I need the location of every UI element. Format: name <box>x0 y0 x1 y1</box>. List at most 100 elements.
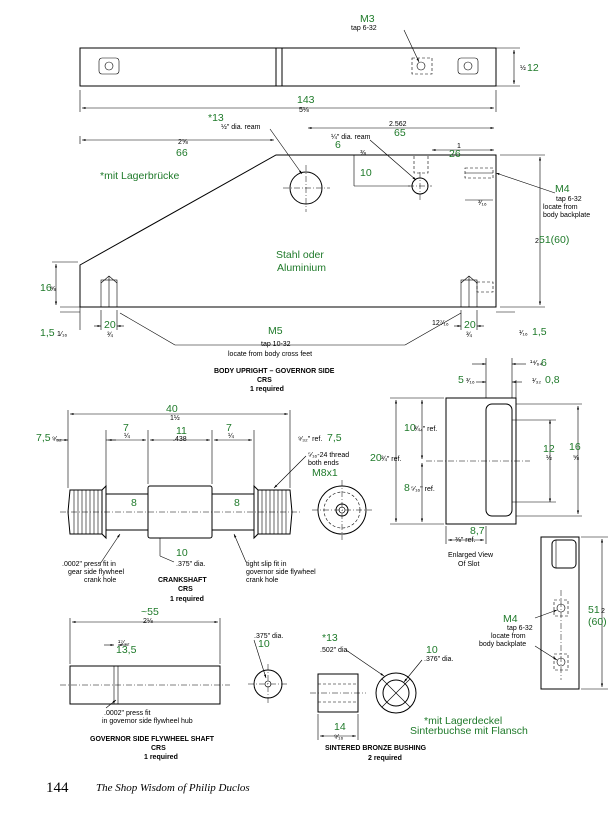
crankshaft-view <box>60 480 372 540</box>
dim-1-5-right-metric: 1,5 <box>532 326 547 338</box>
stahl-note: Stahl oder <box>276 249 324 261</box>
m3-label: M3 <box>360 13 375 25</box>
side-m4-tap-label: tap 6-32 <box>507 625 533 632</box>
bushing-qty: 2 required <box>368 755 402 762</box>
flywheel-shaft-material: CRS <box>151 745 166 752</box>
m4-label: M4 <box>555 183 570 195</box>
slot-8-label: 8 <box>404 482 410 494</box>
slot-3-4-ref-label: ¾" ref. <box>381 456 401 463</box>
slot-87-label: 8,7 <box>470 525 485 537</box>
slot-1-32-label: ¹⁄₃₂ <box>532 378 541 385</box>
side-60-label: (60) <box>588 616 607 628</box>
upright-side-view <box>540 536 580 690</box>
bushing-502-label: .502" dia. <box>320 647 349 654</box>
bushing-9-16-label: ⁹⁄₁₆ <box>334 734 344 741</box>
height-label: 2 <box>535 238 539 245</box>
dim-3-16-label: ³⁄₁₆ <box>478 200 487 207</box>
tight-slip-2: governor side flywheel <box>246 569 316 576</box>
m8x1-label: M8x1 <box>312 467 338 479</box>
dim-3-8-label: ⅜ <box>360 150 366 157</box>
lagerbruecke-note: *mit Lagerbrücke <box>100 170 180 182</box>
slot-08-label: 0,8 <box>545 374 560 386</box>
crank-375-label: .375" dia. <box>176 561 205 568</box>
body-upright-title: BODY UPRIGHT – GOVERNOR SIDE <box>214 368 335 375</box>
dim-3-4a-label: ¾ <box>107 332 113 339</box>
thread-label: ⁵⁄₁₆-24 thread <box>308 452 349 459</box>
tight-slip-1: tight slip fit in <box>246 561 287 568</box>
dim-16-label: 16 <box>40 282 52 294</box>
dim-12-label: 12⁷⁄₁₆ <box>432 320 449 327</box>
slot-enlarged-view <box>426 397 530 525</box>
crankshaft-qty: 1 required <box>170 596 204 603</box>
slot-14-64-label: ¹⁴⁄₆₄ <box>530 360 542 367</box>
flywheel-shaft-qty: 1 required <box>144 754 178 761</box>
dim-20b-label: 20 <box>464 319 476 331</box>
body-upright-material: CRS <box>257 377 272 384</box>
m5-label: M5 <box>268 325 283 337</box>
shaft-135-label: 13,5 <box>116 644 137 656</box>
dim-20a-label: 20 <box>104 319 116 331</box>
dim-1-16-right-label: ¹⁄₁₆ <box>519 330 528 337</box>
book-title: The Shop Wisdom of Philip Duclos <box>96 782 250 794</box>
crank-7b-label: 7 <box>226 422 232 434</box>
bushing-10-label: 10 <box>426 644 438 656</box>
crank-75-left-metric: 7,5 <box>36 432 51 444</box>
dim-1-label: 1 <box>457 143 461 150</box>
crank-9-32-right-label: ⁹⁄₃₂" ref. <box>298 436 322 443</box>
m5-locate-label: locate from body cross feet <box>228 351 312 358</box>
slot-title-1: Enlarged View <box>448 552 494 559</box>
slot-half-label: ½ <box>546 454 552 462</box>
crank-7a-label: 7 <box>123 422 129 434</box>
length-label: 5⅛ <box>299 107 309 114</box>
bushing-14-label: 14 <box>334 721 346 733</box>
dim-10-label: 10 <box>360 167 372 179</box>
star13-label: *13 <box>208 112 224 124</box>
bushing-star13-label: *13 <box>322 632 338 644</box>
slot-3-8-ref-label: ⅜" ref. <box>455 537 475 544</box>
side-m4-label: M4 <box>503 613 518 625</box>
ream-quarter-metric-label: 6 <box>335 139 341 151</box>
shaft-55-label: ~55 <box>141 606 159 618</box>
tight-slip-3: crank hole <box>246 577 278 584</box>
bushing-376-label: .376" dia. <box>424 656 453 663</box>
side-m4-loc2-label: body backplate <box>479 641 526 648</box>
dim-66-label: 66 <box>176 147 188 159</box>
crank-438-label: .438 <box>173 436 187 443</box>
shaft-press-fit-1: .0002" press fit <box>104 710 151 717</box>
flywheel-shaft-title: GOVERNOR SIDE FLYWHEEL SHAFT <box>90 736 215 743</box>
side-51-label: 51 <box>588 604 600 616</box>
shaft-press-fit-2: in governor side flywheel hub <box>102 718 193 725</box>
m4-tap-label: tap 6-32 <box>556 196 582 203</box>
slot-title-2: Of Slot <box>458 561 479 568</box>
m5-tap-label: tap 10-32 <box>261 341 291 348</box>
m4-loc2-label: body backplate <box>543 212 590 219</box>
press-fit-3: crank hole <box>84 577 116 584</box>
slot-10-label: 10 <box>404 422 416 434</box>
length-metric-label: 143 <box>297 94 315 106</box>
dim-1-5-left-metric: 1,5 <box>40 327 55 339</box>
slot-5-8-label: ⅝ <box>573 455 579 462</box>
height-metric-label: 51(60) <box>539 234 569 246</box>
shaft-10-label: 10 <box>258 638 270 650</box>
slot-6-label: 6 <box>541 357 547 369</box>
side-2-label: 2 <box>601 608 605 615</box>
dim-2562-label: 2.562 <box>389 121 407 128</box>
shaft-2-1-8-label: 2⅛ <box>143 618 153 625</box>
dim-26-label: 26 <box>449 148 461 160</box>
shaft-375-label: .375" dia. <box>254 633 283 640</box>
crank-quarter-a-label: ¼ <box>124 433 130 440</box>
half-metric-label: 12 <box>527 62 539 74</box>
crank-8b-label: 8 <box>234 497 240 509</box>
press-fit-2: gear side flywheel <box>68 569 124 576</box>
crank-10-label: 10 <box>176 547 188 559</box>
slot-12-label: 12 <box>543 443 555 455</box>
dim-1-16-left-label: 1⁄₁₆ <box>57 331 67 338</box>
slot-5-label: 5 <box>458 374 464 386</box>
crank-quarter-b-label: ¼ <box>228 433 234 440</box>
half-label: ½ <box>520 64 526 72</box>
bushing-title: SINTERED BRONZE BUSHING <box>325 745 427 752</box>
thread-ends-label: both ends <box>308 460 339 467</box>
dim-3-4b-label: ¾ <box>466 332 472 339</box>
